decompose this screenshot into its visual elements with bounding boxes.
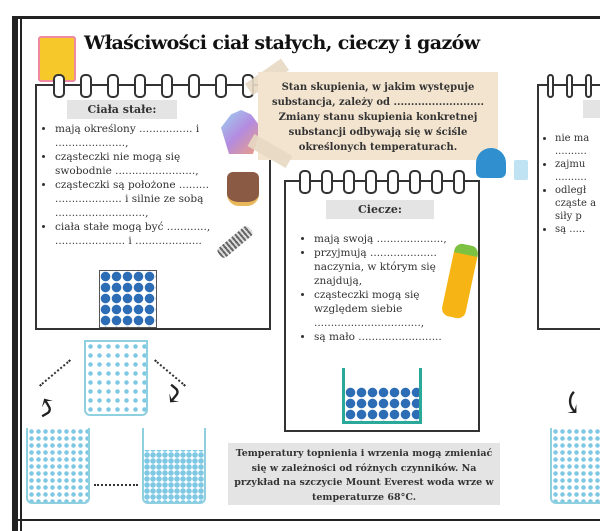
cup-liquid (26, 428, 90, 504)
spiral-rings (37, 74, 269, 98)
solids-item: mają określony ................ i ......… (55, 122, 215, 150)
liquids-card: Ciecze: mają swoją ....................,… (284, 170, 480, 432)
solids-heading: Ciała stałe: (67, 100, 177, 119)
frame-left-inner (20, 18, 22, 531)
solids-card: Ciała stałe: mają określony ............… (35, 74, 271, 330)
liquids-item: mają swoją ...................., (314, 232, 464, 246)
pottery-icon (227, 172, 259, 206)
arrow-icon: ⤵ (151, 374, 194, 417)
liquids-item: przyjmują .................... naczynia,… (314, 246, 464, 288)
liquids-heading: Ciecze: (326, 200, 434, 219)
solids-item: ciała stałe mogą być ............, .....… (55, 220, 215, 248)
liquids-item: cząsteczki mogą się względem siebie ....… (314, 288, 464, 330)
solid-particles (99, 270, 157, 328)
gases-item: zajmu .......... (555, 158, 600, 184)
spiral-rings (539, 74, 600, 98)
gases-card: nie ma .......... zajmu .......... odleg… (537, 74, 600, 330)
page-title: Właściwości ciał stałych, cieczy i gazów (84, 32, 480, 54)
gases-item: odległ cząste a siły p (555, 184, 600, 223)
frame-top (12, 16, 600, 19)
dotted-arrow (39, 359, 71, 387)
solids-item: cząsteczki są położone ......... .......… (55, 178, 215, 220)
liquids-item: są mało ......................... (314, 330, 464, 344)
frame-left (12, 18, 18, 531)
cup-right (550, 428, 600, 504)
gases-item: są ..... (555, 223, 600, 236)
cup-solid (142, 428, 206, 504)
spring-icon (215, 224, 255, 260)
dotted-arrow (94, 484, 138, 486)
gases-item: nie ma .......... (555, 132, 600, 158)
kettle-icon (476, 148, 506, 178)
glass-icon (514, 160, 528, 180)
liquid-container (342, 368, 422, 424)
spiral-rings (286, 170, 478, 194)
cup-gas (84, 340, 148, 416)
frame-bottom (12, 519, 600, 521)
bottom-note: Temperatury topnienia i wrzenia mogą zmi… (228, 443, 500, 505)
gases-heading (583, 100, 600, 118)
arrow-icon: ⤴ (26, 386, 67, 429)
state-of-matter-note: Stan skupienia, w jakim występuje substa… (258, 72, 498, 160)
arrow-icon: ⤹ (560, 386, 586, 421)
solids-item: cząsteczki nie mogą się swobodnie ......… (55, 150, 215, 178)
